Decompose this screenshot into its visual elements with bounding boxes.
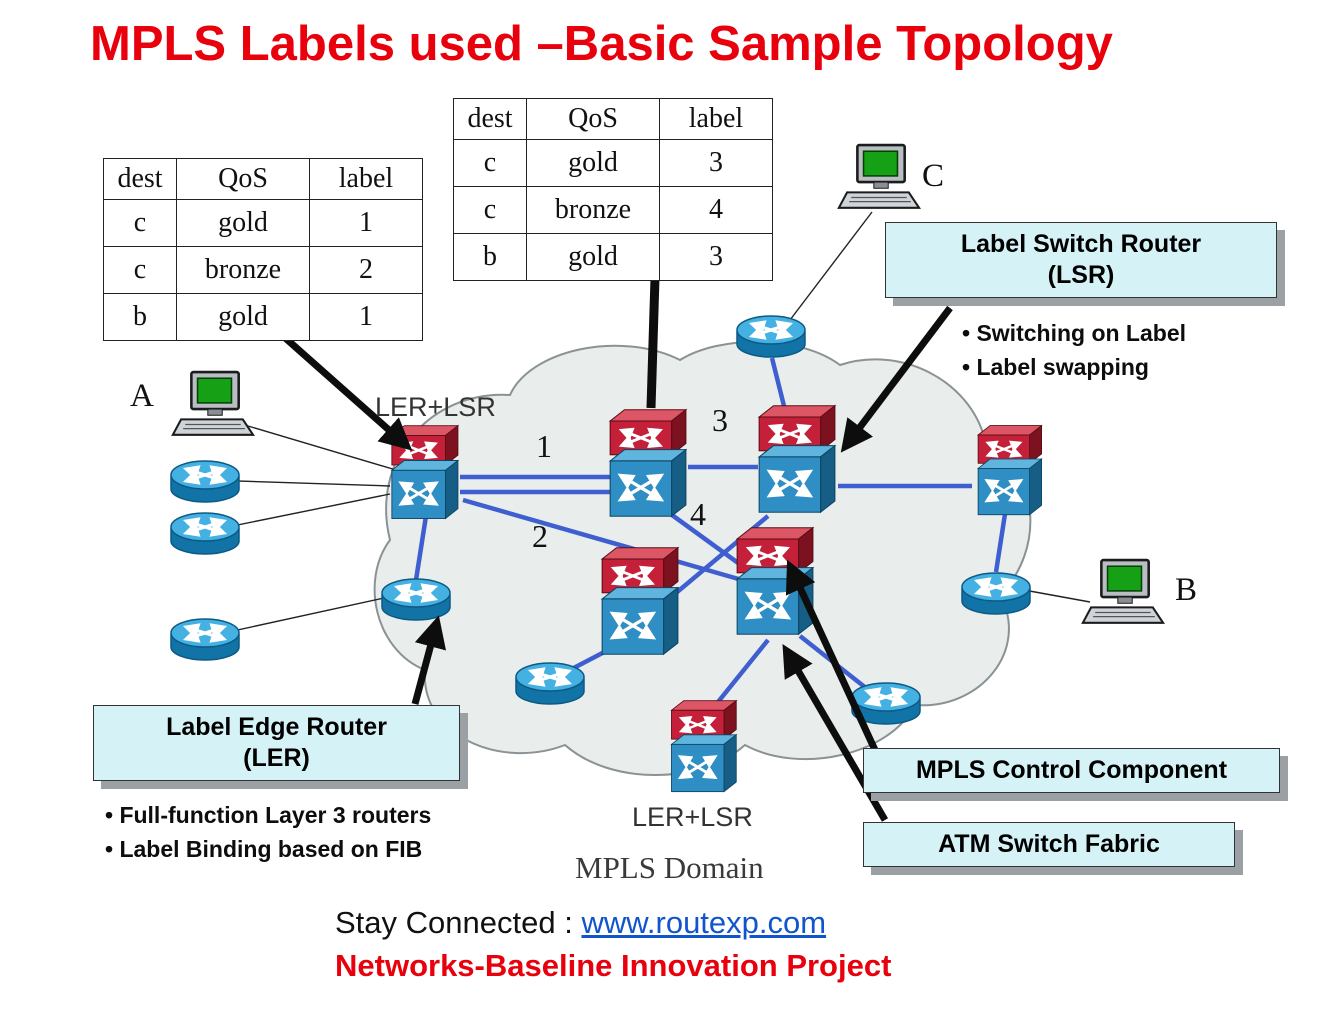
callout-mpls-control-title: MPLS Control Component	[915, 756, 1228, 784]
footer-project-name: Networks-Baseline Innovation Project	[335, 948, 892, 983]
link-label-4: 4	[690, 496, 706, 532]
host-label-a: A	[130, 378, 154, 414]
callout-lsr-bullets: • Switching on Label • Label swapping	[962, 316, 1186, 384]
table-cell: c	[103, 199, 177, 247]
table-cell: 1	[309, 199, 423, 247]
callout-lsr-subtitle: (LSR)	[1047, 261, 1115, 289]
table-header: dest	[453, 98, 527, 140]
callout-lsr: Label Switch Router (LSR)	[885, 222, 1277, 298]
bullet-item: • Label swapping	[962, 354, 1149, 380]
lsr-switch-icon-centerbottom	[602, 548, 678, 654]
table-cell: c	[453, 139, 527, 187]
router-icon	[962, 573, 1030, 614]
callout-ler-subtitle: (LER)	[243, 744, 310, 772]
router-icon	[737, 316, 805, 357]
table-cell: 4	[659, 186, 773, 234]
lsr-switch-icon-bottom-ler	[672, 701, 737, 792]
router-icon	[171, 513, 239, 554]
table-cell: 2	[309, 246, 423, 294]
router-icon	[516, 663, 584, 704]
table-header: QoS	[176, 158, 310, 200]
table-row: c gold 1	[103, 199, 423, 247]
computer-icon-a	[171, 370, 255, 437]
table-cell: gold	[526, 139, 660, 187]
computer-icon-c	[837, 143, 921, 210]
computer-icon-b	[1081, 558, 1165, 625]
host-label-c: C	[922, 158, 945, 194]
lsr-switch-icon-topright	[759, 406, 835, 512]
callout-lsr-title: Label Switch Router	[960, 230, 1202, 258]
table-row: c bronze 2	[103, 246, 423, 294]
table-header: label	[659, 98, 773, 140]
table-cell: bronze	[176, 246, 310, 294]
link-label-1: 1	[536, 428, 552, 464]
table-cell: b	[453, 233, 527, 281]
routexp-link[interactable]: www.routexp.com	[581, 905, 827, 940]
table-header: QoS	[526, 98, 660, 140]
table-cell: gold	[176, 293, 310, 341]
table-header: label	[309, 158, 423, 200]
lsr-switch-icon-center	[610, 410, 686, 516]
mpls-domain-label: MPLS Domain	[575, 850, 764, 885]
label-table-middle: dest QoS label c gold 3 c bronze 4 b gol…	[453, 98, 773, 281]
callout-ler-title: Label Edge Router	[166, 713, 387, 741]
callout-mpls-control: MPLS Control Component	[863, 748, 1280, 793]
router-icon	[171, 619, 239, 660]
table-cell: bronze	[526, 186, 660, 234]
table-header: dest	[103, 158, 177, 200]
table-row: b gold 1	[103, 293, 423, 341]
table-cell: 1	[309, 293, 423, 341]
table-row: b gold 3	[453, 233, 773, 281]
table-cell: b	[103, 293, 177, 341]
table-cell: 3	[659, 233, 773, 281]
table-cell: c	[453, 186, 527, 234]
footer-stay-connected: Stay Connected : www.routexp.com	[335, 905, 826, 941]
lsr-switch-icon-right	[978, 426, 1041, 515]
router-icon	[171, 461, 239, 502]
router-icon	[382, 579, 450, 620]
bullet-item: • Label Binding based on FIB	[105, 836, 423, 862]
bullet-item: • Full-function Layer 3 routers	[105, 802, 432, 828]
label-table-left: dest QoS label c gold 1 c bronze 2 b gol…	[103, 158, 423, 341]
link-label-3: 3	[712, 402, 728, 438]
page-title: MPLS Labels used –Basic Sample Topology	[90, 17, 1113, 71]
table-cell: c	[103, 246, 177, 294]
callout-atm-fabric-title: ATM Switch Fabric	[938, 830, 1160, 858]
table-cell: gold	[526, 233, 660, 281]
ler-lsr-label-top: LER+LSR	[375, 392, 496, 422]
link-label-2: 2	[532, 518, 548, 554]
bullet-item: • Switching on Label	[962, 320, 1187, 346]
lsr-switch-icon-midbottom	[737, 528, 813, 634]
table-row: c gold 3	[453, 139, 773, 187]
table-row: c bronze 4	[453, 186, 773, 234]
callout-ler-bullets: • Full-function Layer 3 routers • Label …	[105, 798, 431, 866]
host-label-b: B	[1175, 572, 1198, 608]
access-lines	[207, 211, 1091, 637]
ler-lsr-label-bottom: LER+LSR	[632, 802, 753, 832]
footer-prefix: Stay Connected :	[335, 905, 582, 940]
table-cell: gold	[176, 199, 310, 247]
table-cell: 3	[659, 139, 773, 187]
callout-ler: Label Edge Router (LER)	[93, 705, 460, 781]
callout-atm-fabric: ATM Switch Fabric	[863, 822, 1235, 867]
